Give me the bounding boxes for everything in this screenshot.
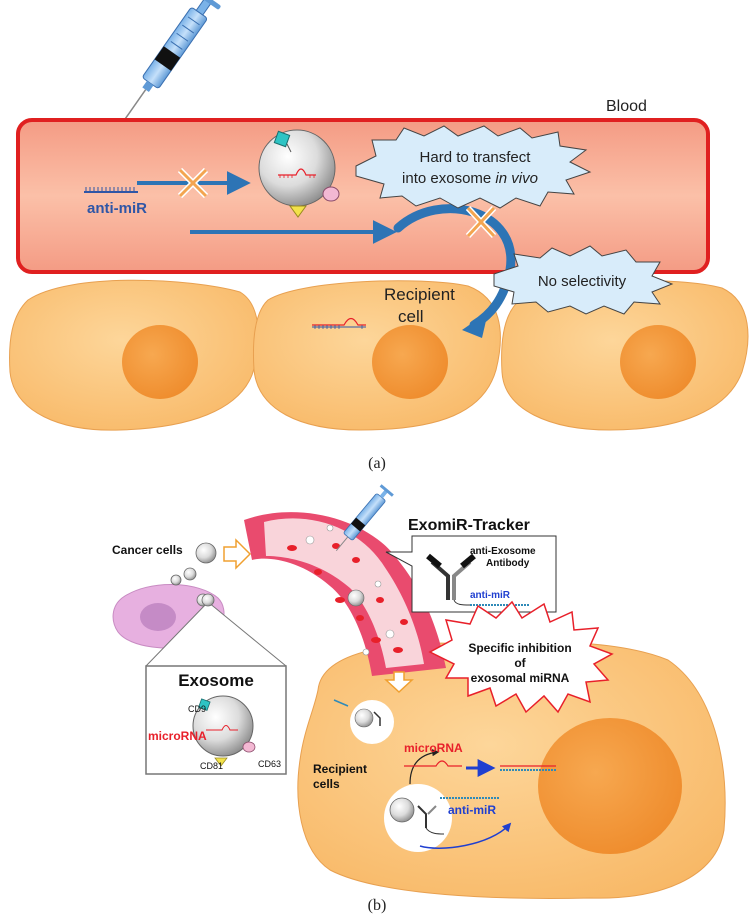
exosome-sphere-b bbox=[192, 695, 256, 767]
hollow-arrow-to-vessel bbox=[223, 538, 252, 570]
arrow-endosome-to-microrna bbox=[409, 749, 440, 785]
antibody-line2: Antibody bbox=[486, 558, 530, 569]
blood-label: Blood bbox=[606, 98, 647, 115]
recipient-cells-label-line1: Recipient bbox=[313, 762, 367, 776]
caption-b: (b) bbox=[368, 897, 387, 914]
callout-selectivity-text: No selectivity bbox=[538, 273, 627, 290]
duplex-strand bbox=[500, 765, 556, 771]
burst-line1: Specific inhibition bbox=[468, 641, 571, 655]
hollow-arrow-down bbox=[384, 671, 414, 694]
callout-hard-line2: into exosome in vivo bbox=[402, 170, 538, 187]
microrna-label-cell: microRNA bbox=[404, 741, 463, 755]
tracker-anti-mir: anti-miR bbox=[470, 590, 511, 601]
syringe-icon-b bbox=[335, 484, 394, 551]
antibody-line1: anti-Exosome bbox=[470, 546, 536, 557]
cd63-label: CD63 bbox=[258, 759, 281, 769]
callout-hard-line2-prefix: into exosome bbox=[402, 170, 495, 187]
exosome-small-2 bbox=[183, 567, 197, 581]
exosome-title: Exosome bbox=[178, 671, 254, 690]
blood-vessel-lumen bbox=[264, 518, 424, 668]
vessel-exosomes bbox=[305, 524, 395, 656]
recipient-cell-label-line2: cell bbox=[398, 307, 424, 326]
endosome-lower bbox=[384, 784, 452, 852]
callout-hard-line1: Hard to transfect bbox=[420, 149, 532, 166]
panel-a: Blood anti-miR bbox=[9, 0, 749, 472]
blocked-x-icon-upper bbox=[177, 167, 209, 199]
callout-hard-to-transfect bbox=[355, 125, 592, 209]
tracker-box bbox=[385, 535, 557, 613]
microrna-strand-cell bbox=[404, 760, 462, 767]
burst-specific-inhibition bbox=[428, 600, 614, 714]
recipient-cells-label-line2: cells bbox=[313, 777, 340, 791]
recipient-cell-left bbox=[9, 279, 259, 431]
mirna-strand-in-cell bbox=[312, 317, 366, 329]
microrna-label-box: microRNA bbox=[148, 729, 207, 743]
anti-mir-strand bbox=[84, 187, 138, 193]
curved-arrow-to-cell bbox=[393, 204, 516, 330]
exosome-small-1 bbox=[195, 542, 217, 564]
anti-mir-label: anti-miR bbox=[87, 200, 147, 217]
cancer-cells-label: Cancer cells bbox=[112, 543, 183, 557]
cd81-label: CD81 bbox=[200, 761, 223, 771]
recipient-cell-nucleus bbox=[538, 718, 682, 854]
burst-line3: exosomal miRNA bbox=[471, 671, 570, 685]
arrow-endosome-to-antimir bbox=[419, 822, 512, 849]
burst-line2: of bbox=[514, 656, 526, 670]
cd9-label: CD9 bbox=[188, 704, 206, 714]
endosome-upper bbox=[333, 699, 394, 744]
blocked-x-icon-lower bbox=[465, 205, 497, 239]
exosome-sphere-a bbox=[258, 129, 340, 218]
tracker-title: ExomiR-Tracker bbox=[408, 517, 530, 534]
exosome-small-3 bbox=[170, 574, 182, 586]
callout-hard-line2-italic: in vivo bbox=[495, 170, 538, 187]
syringe-icon bbox=[118, 0, 221, 128]
anti-mir-label-cell: anti-miR bbox=[448, 803, 496, 817]
recipient-cell-center bbox=[252, 280, 501, 431]
caption-a: (a) bbox=[368, 455, 386, 472]
callout-no-selectivity bbox=[493, 245, 674, 315]
antibody-icon bbox=[426, 553, 476, 606]
recipient-cell-right bbox=[501, 280, 749, 431]
blood-vessel bbox=[16, 118, 710, 274]
red-blood-cells bbox=[287, 543, 408, 653]
recipient-cell-label-line1: Recipient bbox=[384, 285, 455, 304]
panel-b: Cancer cells bbox=[112, 484, 726, 914]
